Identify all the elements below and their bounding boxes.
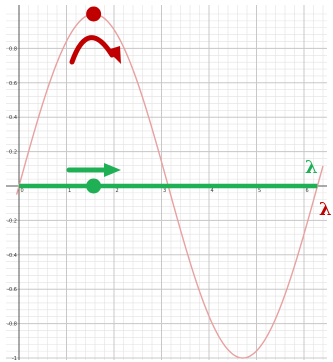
y-tick-label: 0.8 — [9, 46, 17, 52]
red-lambda-label: λ — [319, 199, 332, 220]
x-tick-label: 2 — [116, 188, 119, 194]
y-tick-label: -0.6 — [7, 287, 17, 293]
y-tick-label: -0.4 — [7, 253, 17, 259]
x-tick-label: 4 — [211, 188, 214, 194]
axes — [6, 5, 327, 360]
x-tick-label: 0 — [21, 188, 24, 194]
red-point-marker — [86, 6, 102, 22]
red-arrowhead — [107, 46, 121, 64]
red-curved-arrow — [69, 35, 115, 65]
y-tick-label: 0.6 — [9, 81, 17, 87]
x-tick-label: 5 — [258, 188, 261, 194]
tick-labels: 0 1 2 3 4 5 6 -1 -0.8 -0.6 -0.4 -0.2 0.2 0.4 0.6 0.8 — [7, 46, 308, 362]
y-tick-label: -0.2 — [7, 218, 17, 224]
y-tick-label: 0.2 — [9, 150, 17, 156]
series — [15, 13, 324, 359]
green-point-marker — [86, 178, 102, 194]
x-tick-label: 3 — [163, 188, 166, 194]
x-tick-label: 6 — [306, 188, 309, 194]
y-tick-label: -0.8 — [7, 322, 17, 328]
arrows — [66, 35, 121, 177]
x-tick-label: 1 — [68, 188, 71, 194]
markers — [86, 6, 102, 194]
green-arrowhead — [104, 163, 121, 177]
y-tick-label: -1 — [12, 356, 17, 362]
green-lambda-label: λ — [305, 157, 318, 178]
y-tick-label: 0.4 — [9, 115, 17, 121]
grid — [6, 5, 327, 360]
sine-wave-line — [15, 13, 324, 359]
